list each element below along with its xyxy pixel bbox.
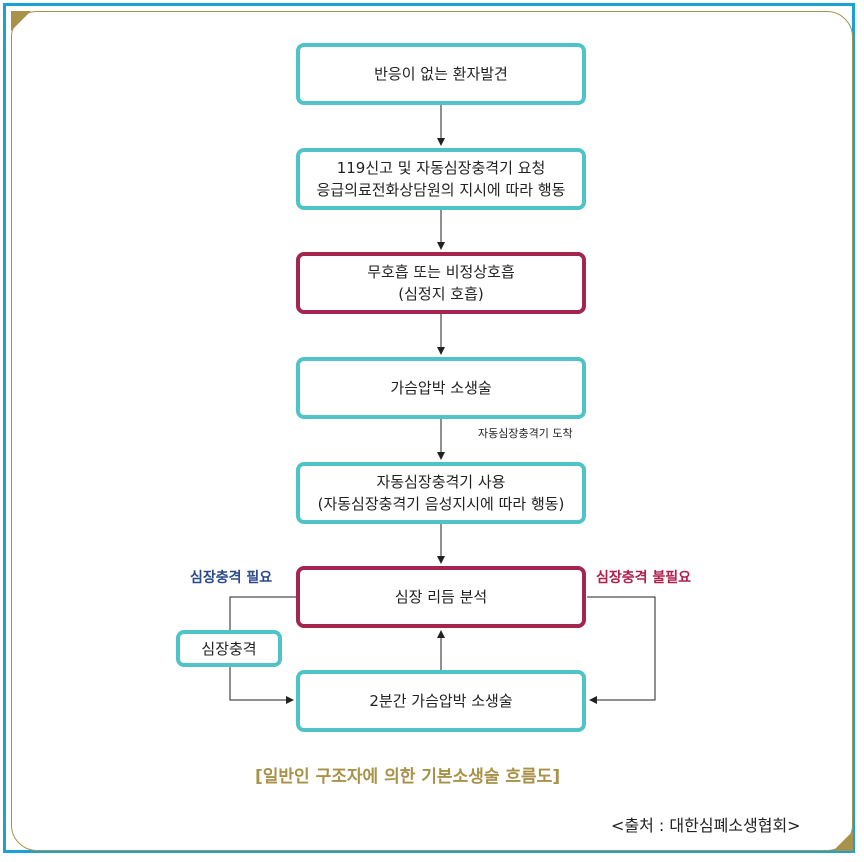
corner-ornament-bottom-right xyxy=(833,831,853,851)
step-text: 심장 리듬 분석 xyxy=(394,588,488,606)
step-text: 심장충격 xyxy=(201,639,257,658)
shock-not-needed-label: 심장충격 불필요 xyxy=(596,570,692,586)
step-no-breathing: 무호흡 또는 비정상호흡 (심정지 호흡) xyxy=(296,252,586,314)
step-unresponsive-patient: 반응이 없는 환자발견 xyxy=(296,43,586,105)
step-chest-compression: 가슴압박 소생술 xyxy=(296,357,586,419)
aed-arrival-note: 자동심장충격기 도착 xyxy=(478,427,573,440)
step-text-line1: 119신고 및 자동심장충격기 요청 xyxy=(336,159,546,177)
corner-ornament-top-left xyxy=(11,11,31,31)
step-2min-compression: 2분간 가슴압박 소생술 xyxy=(296,670,586,732)
shock-needed-label: 심장충격 필요 xyxy=(190,570,273,586)
step-rhythm-analysis: 심장 리듬 분석 xyxy=(296,566,586,628)
arrow-no-shock-path xyxy=(587,596,656,704)
step-text: 2분간 가슴압박 소생술 xyxy=(369,692,513,710)
step-use-aed: 자동심장충격기 사용 (자동심장충격기 음성지시에 따라 행동) xyxy=(296,462,586,524)
step-text-line1: 자동심장충격기 사용 xyxy=(376,473,506,491)
outer-frame xyxy=(3,3,855,853)
step-call-119: 119신고 및 자동심장충격기 요청 응급의료전화상담원의 지시에 따라 행동 xyxy=(296,148,586,210)
step-text: 가슴압박 소생술 xyxy=(390,379,492,397)
inner-frame xyxy=(11,11,853,851)
step-text-line2: (심정지 호흡) xyxy=(398,285,484,303)
step-text: 반응이 없는 환자발견 xyxy=(374,65,508,83)
step-text-line1: 무호흡 또는 비정상호흡 xyxy=(367,263,515,281)
step-text-line2: (자동심장충격기 음성지시에 따라 행동) xyxy=(317,495,565,513)
step-text-line2: 응급의료전화상담원의 지시에 따라 행동 xyxy=(316,181,566,199)
source-citation: <출처 : 대한심폐소생협회> xyxy=(611,816,801,835)
diagram-caption: [일반인 구조자에 의한 기본소생술 흐름도] xyxy=(255,767,561,787)
step-shock: 심장충격 xyxy=(176,630,282,667)
